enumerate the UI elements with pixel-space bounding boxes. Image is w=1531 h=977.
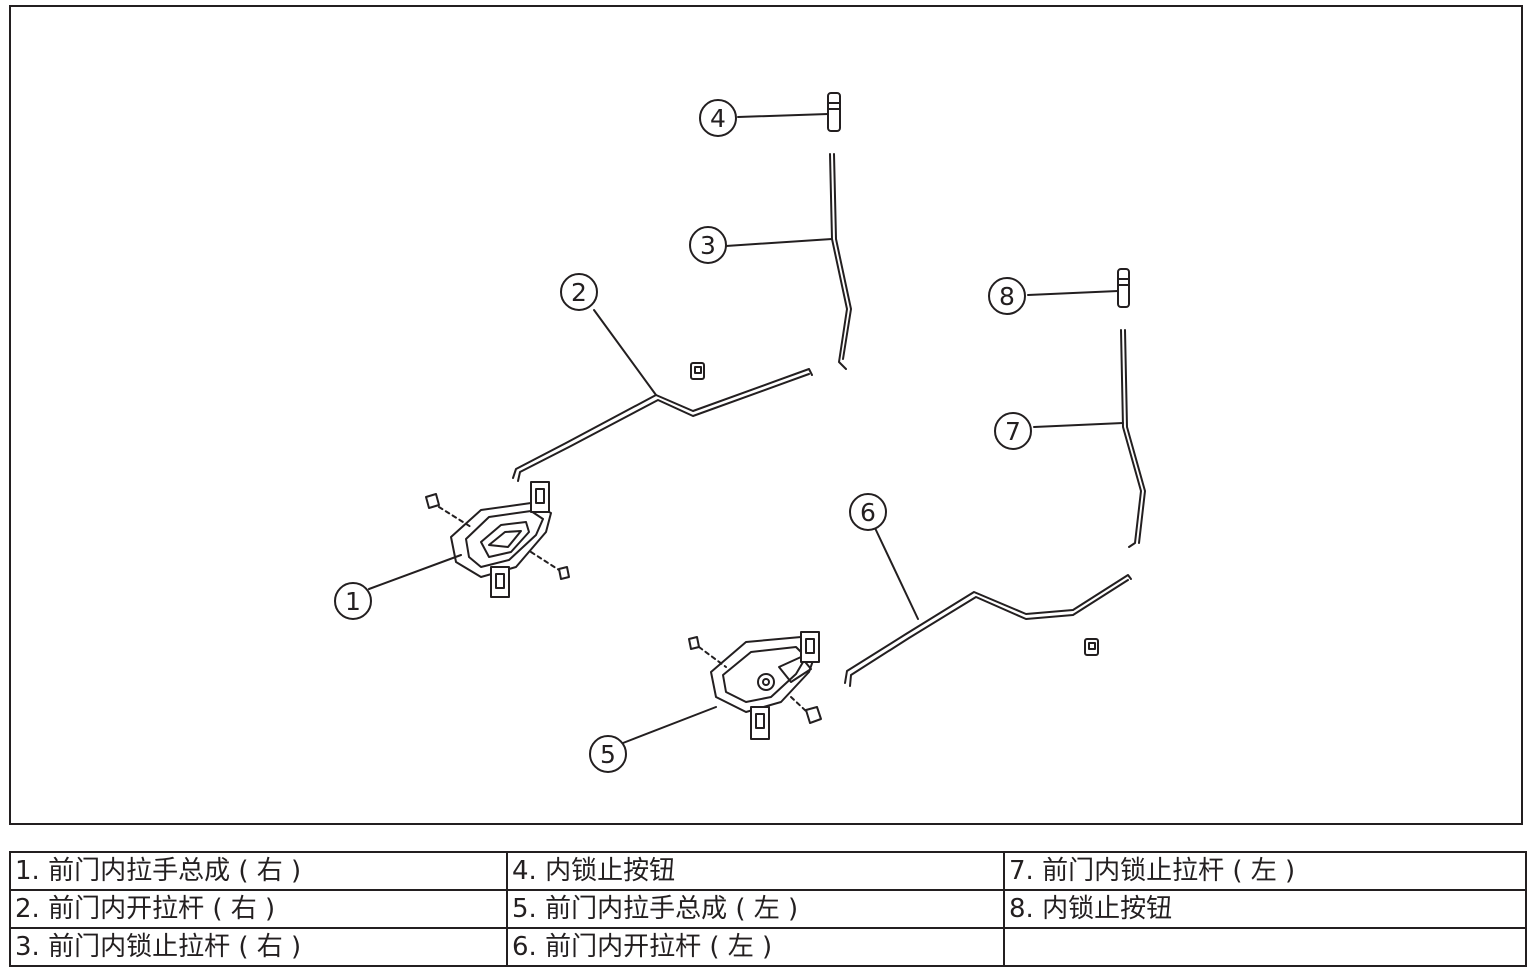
legend-cell: 5. 前门内拉手总成 ( 左 ): [506, 889, 1005, 929]
leader-5: [622, 706, 717, 744]
opening-rod-right: [512, 362, 813, 482]
leader-2: [593, 309, 657, 396]
svg-text:8: 8: [999, 282, 1015, 311]
callout-8: 8: [988, 277, 1026, 315]
leader-4: [737, 113, 829, 118]
leader-7: [1033, 422, 1124, 428]
legend-row: 2. 前门内开拉杆 ( 右 ) 5. 前门内拉手总成 ( 左 ) 8. 内锁止按…: [9, 889, 1527, 929]
parts-diagram: 1 2 3 4 5 6 7 8: [334, 92, 1146, 773]
leader-3: [725, 238, 833, 247]
svg-text:1: 1: [345, 587, 361, 616]
svg-text:5: 5: [600, 740, 616, 769]
svg-text:3: 3: [700, 231, 716, 260]
handle-assembly-left: [688, 631, 822, 740]
callout-7: 7: [994, 412, 1032, 450]
callout-4: 4: [699, 99, 737, 137]
legend-cell: 6. 前门内开拉杆 ( 左 ): [506, 927, 1005, 967]
callout-3: 3: [689, 226, 727, 264]
handle-assembly-right: [425, 481, 570, 598]
callout-5: 5: [589, 735, 627, 773]
svg-text:6: 6: [860, 498, 876, 527]
callout-6: 6: [849, 493, 887, 531]
svg-text:7: 7: [1005, 417, 1021, 446]
callout-1: 1: [334, 582, 372, 620]
lock-button-left: [1117, 268, 1130, 308]
legend-cell: 8. 内锁止按钮: [1003, 889, 1527, 929]
legend-cell: 7. 前门内锁止拉杆 ( 左 ): [1003, 851, 1527, 891]
legend-row: 3. 前门内锁止拉杆 ( 右 ) 6. 前门内开拉杆 ( 左 ): [9, 927, 1527, 967]
leader-1: [368, 554, 462, 590]
leader-8: [1027, 290, 1119, 296]
svg-text:2: 2: [571, 278, 587, 307]
legend-cell: [1003, 927, 1527, 967]
opening-rod-left: [844, 574, 1132, 687]
lock-button-right: [827, 92, 841, 132]
lock-rod-right: [829, 153, 852, 370]
legend-cell: 2. 前门内开拉杆 ( 右 ): [9, 889, 508, 929]
leader-6: [874, 527, 919, 620]
legend-cell: 3. 前门内锁止拉杆 ( 右 ): [9, 927, 508, 967]
parts-legend-table: 1. 前门内拉手总成 ( 右 ) 4. 内锁止按钮 7. 前门内锁止拉杆 ( 左…: [9, 851, 1527, 967]
callout-2: 2: [560, 273, 598, 311]
svg-text:4: 4: [710, 104, 726, 133]
legend-cell: 4. 内锁止按钮: [506, 851, 1005, 891]
diagram-frame: 1 2 3 4 5 6 7 8: [9, 5, 1523, 825]
lock-rod-left: [1120, 329, 1146, 548]
legend-row: 1. 前门内拉手总成 ( 右 ) 4. 内锁止按钮 7. 前门内锁止拉杆 ( 左…: [9, 851, 1527, 891]
legend-cell: 1. 前门内拉手总成 ( 右 ): [9, 851, 508, 891]
